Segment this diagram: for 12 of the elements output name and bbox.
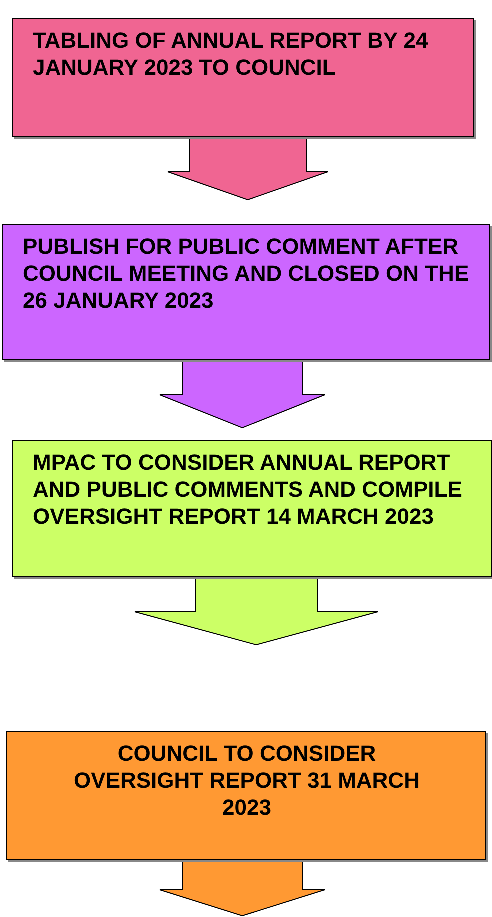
step-text: MPAC TO CONSIDER ANNUAL REPORT AND PUBLIC COMMENTS AND COMPILE OVERSIGHT REPORT 14 MARCH 2023 xyxy=(33,449,464,530)
process-box xyxy=(12,18,474,137)
process-box xyxy=(2,224,490,360)
block-arrow xyxy=(160,360,326,429)
block-arrow xyxy=(160,860,326,917)
step-text: TABLING OF ANNUAL REPORT BY 24 JANUARY 2023 TO COUNCIL xyxy=(33,27,430,81)
step-text: COUNCIL TO CONSIDER OVERSIGHT REPORT 31 MARCH 2023 xyxy=(73,740,421,821)
step-text: PUBLISH FOR PUBLIC COMMENT AFTER COUNCIL MEETING AND CLOSED ON THE 26 JANUARY 2023 xyxy=(23,233,470,314)
process-box xyxy=(12,440,492,577)
block-arrow xyxy=(168,136,328,201)
process-box xyxy=(6,731,486,860)
block-arrow xyxy=(134,576,378,646)
